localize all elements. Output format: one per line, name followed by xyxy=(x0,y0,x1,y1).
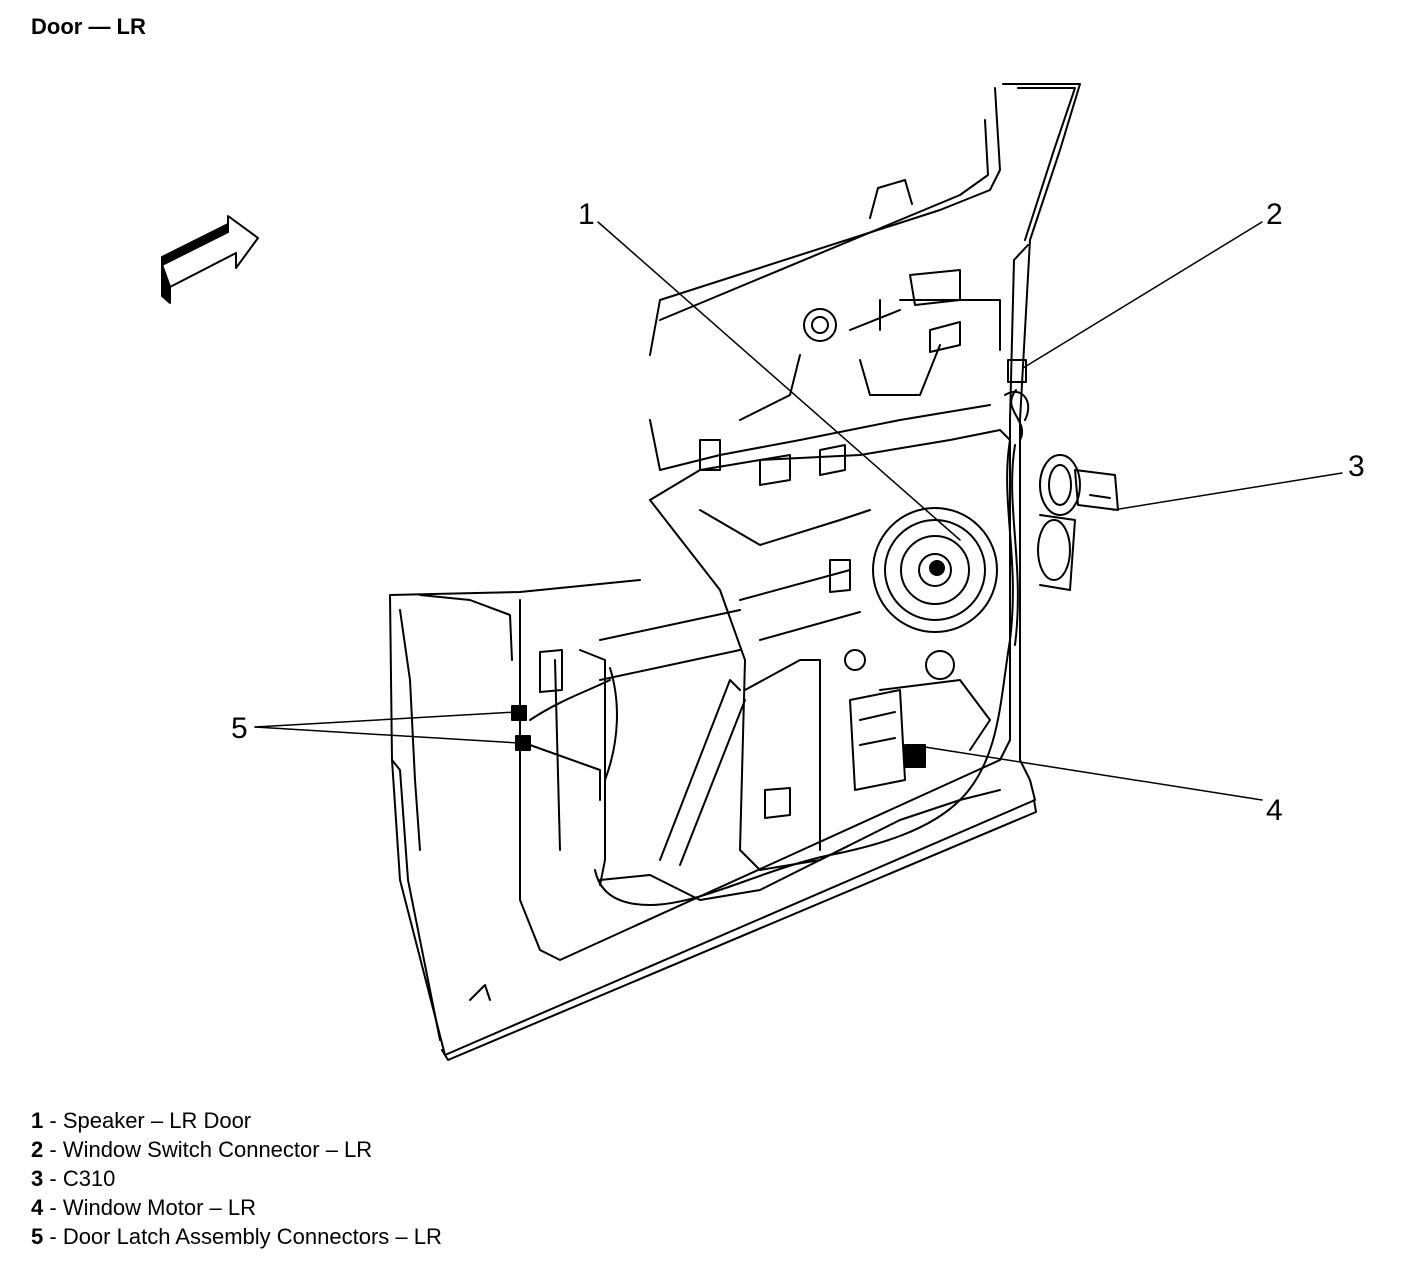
legend-text: Door Latch Assembly Connectors – LR xyxy=(62,1224,442,1249)
legend-separator: - xyxy=(43,1137,63,1162)
legend-number: 5 xyxy=(31,1224,44,1249)
callout-leader-lines xyxy=(254,221,1343,801)
legend-text: Speaker – LR Door xyxy=(62,1108,252,1133)
legend-number: 2 xyxy=(31,1137,44,1162)
legend-item: 3 - C310 xyxy=(31,1164,442,1193)
legend-item: 2 - Window Switch Connector – LR xyxy=(31,1135,442,1164)
legend-item: 4 - Window Motor – LR xyxy=(31,1193,442,1222)
legend-separator: - xyxy=(43,1195,63,1220)
legend-number: 4 xyxy=(31,1195,44,1220)
speaker-icon xyxy=(803,308,998,633)
legend-separator: - xyxy=(43,1108,63,1133)
window-switch-connector-icon xyxy=(1004,359,1030,441)
wiring-harness xyxy=(594,439,1019,906)
door-latch-connector-icon xyxy=(511,679,611,801)
callout-3: 3 xyxy=(1348,450,1365,483)
legend-number: 3 xyxy=(31,1166,44,1191)
callout-2: 2 xyxy=(1266,198,1283,231)
callout-4: 4 xyxy=(1266,794,1283,827)
callout-1: 1 xyxy=(578,198,595,231)
legend-separator: - xyxy=(43,1166,63,1191)
c310-connector-icon xyxy=(1037,454,1119,591)
window-motor-icon xyxy=(844,649,991,791)
door-frame-outline xyxy=(389,83,1081,1061)
legend-item: 1 - Speaker – LR Door xyxy=(31,1106,442,1135)
legend-separator: - xyxy=(43,1224,63,1249)
legend-text: Window Motor – LR xyxy=(62,1195,256,1220)
legend-text: C310 xyxy=(62,1166,116,1191)
legend-number: 1 xyxy=(31,1108,44,1133)
legend-item: 5 - Door Latch Assembly Connectors – LR xyxy=(31,1222,442,1251)
diagram-title: Door — LR xyxy=(31,14,146,39)
legend: 1 - Speaker – LR Door 2 - Window Switch … xyxy=(31,1106,442,1251)
direction-arrow-icon xyxy=(161,215,259,304)
inner-panel-outline xyxy=(469,269,1011,1001)
callout-5: 5 xyxy=(231,712,248,745)
legend-text: Window Switch Connector – LR xyxy=(62,1137,373,1162)
